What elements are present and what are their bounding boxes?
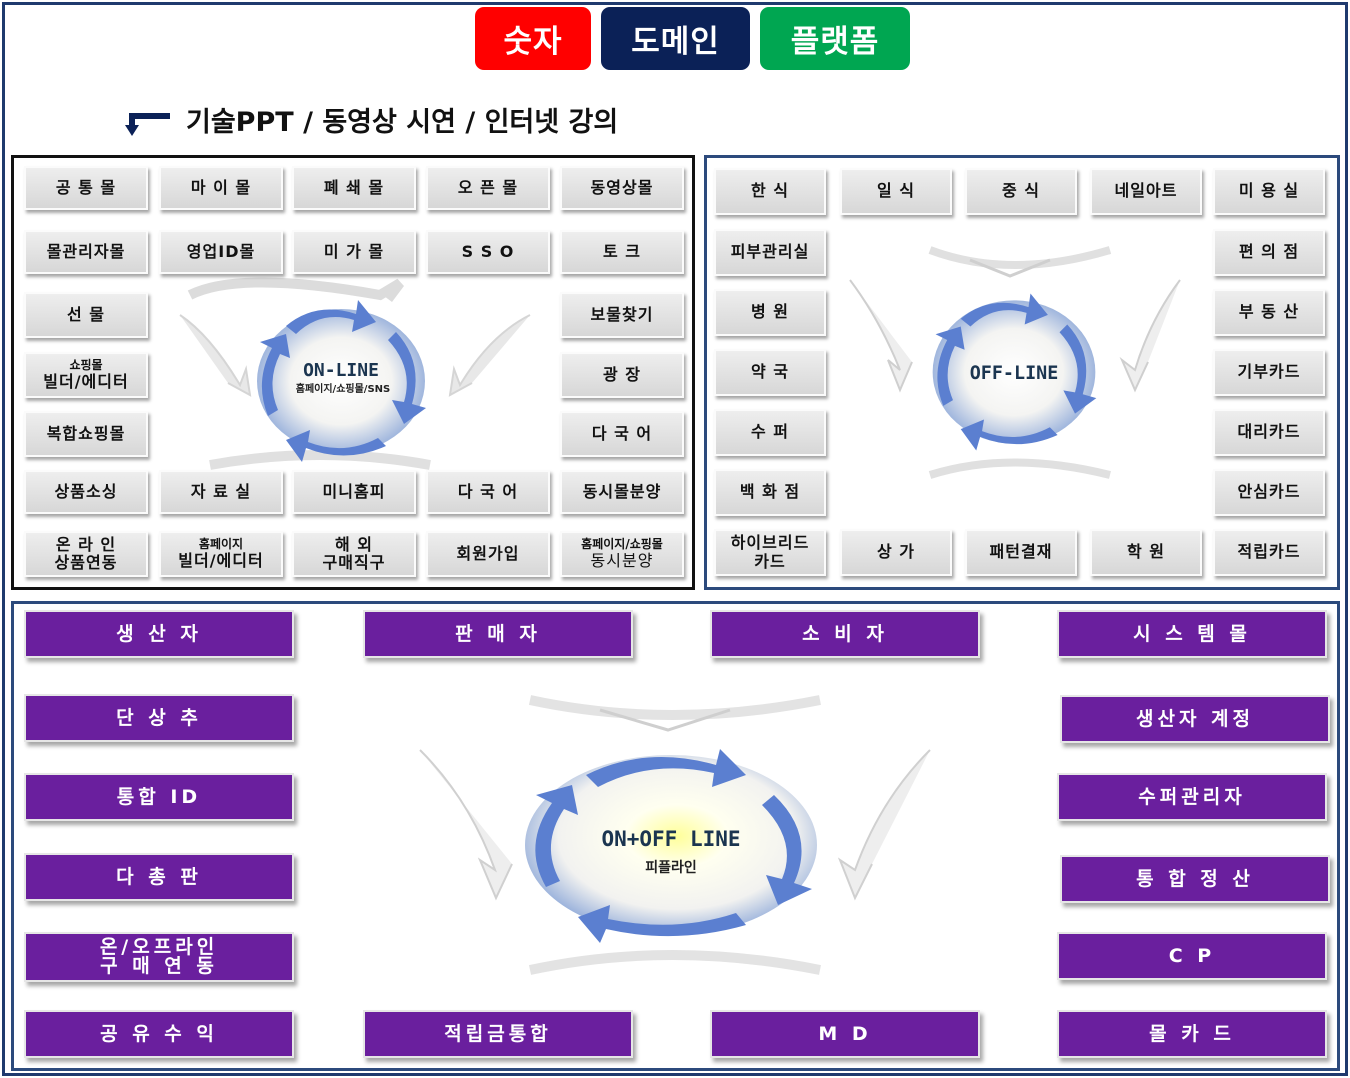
- online-box-homepage-builder-l1: 홈페이지: [198, 536, 244, 551]
- onoff-panel: [11, 601, 1340, 1071]
- offline-box-pharmacy[interactable]: 약 국: [714, 349, 826, 396]
- online-box-online-product-link[interactable]: 온 라 인 상품연동: [24, 531, 148, 577]
- online-box-overseas-purchase-l1: 해 외: [334, 534, 373, 554]
- offline-box-shopping-street[interactable]: 상 가: [840, 529, 952, 576]
- offline-box-skin-care[interactable]: 피부관리실: [714, 229, 826, 276]
- online-cloud-title: ON-LINE: [303, 360, 379, 381]
- onoff-box-mall-card[interactable]: 몰 카 드: [1057, 1010, 1327, 1058]
- online-box-treasure-hunt[interactable]: 보물찾기: [560, 292, 684, 338]
- offline-box-hospital[interactable]: 병 원: [714, 289, 826, 336]
- online-panel: [11, 155, 695, 590]
- offline-box-japanese[interactable]: 일 식: [840, 168, 952, 215]
- online-box-complex-mall[interactable]: 복합쇼핑몰: [24, 411, 148, 457]
- offline-box-hybrid-card[interactable]: 하이브리드 카드: [714, 529, 826, 576]
- online-guide-arrows: [179, 277, 531, 470]
- onoff-box-shared-revenue[interactable]: 공 유 수 익: [24, 1010, 294, 1058]
- onoff-box-on-offline-purchase-link-l1: 온/오프라인: [99, 936, 219, 958]
- onoff-box-master-distributor[interactable]: 다 총 판: [24, 853, 294, 901]
- offline-panel: [704, 155, 1340, 590]
- online-cloud-sub: 홈페이지/쇼핑몰/SNS: [296, 382, 390, 395]
- online-box-sso[interactable]: S S O: [426, 230, 550, 274]
- onoff-box-consumer[interactable]: 소 비 자: [710, 610, 980, 658]
- online-box-plaza[interactable]: 광 장: [560, 352, 684, 398]
- online-box-overseas-purchase[interactable]: 해 외 구매직구: [292, 531, 416, 577]
- onoff-box-on-offline-purchase-link-l2: 구 매 연 동: [100, 955, 218, 977]
- online-box-sales-id[interactable]: 영업ID몰: [159, 230, 283, 274]
- online-box-closed-mall[interactable]: 폐 쇄 몰: [292, 166, 416, 210]
- subtitle: 기술PPT / 동영상 시연 / 인터넷 강의: [186, 107, 619, 138]
- offline-box-pattern-payment[interactable]: 패턴결재: [965, 529, 1077, 576]
- offline-cycle-cloud-icon: OFF-LINE: [932, 293, 1097, 451]
- online-box-overseas-purchase-l2: 구매직구: [322, 553, 386, 572]
- online-box-talk[interactable]: 토 크: [560, 230, 684, 274]
- online-box-mall-builder-main: 빌더/에디터: [43, 371, 129, 391]
- offline-box-korean[interactable]: 한 식: [714, 168, 826, 215]
- online-box-open-mall[interactable]: 오 픈 몰: [426, 166, 550, 210]
- online-box-multilang-2[interactable]: 다 국 어: [426, 470, 550, 514]
- online-box-gift[interactable]: 선 물: [24, 292, 148, 338]
- online-box-simultaneous-mall[interactable]: 동시몰분양: [560, 470, 684, 514]
- offline-box-nail-art[interactable]: 네일아트: [1090, 168, 1202, 215]
- offline-box-agent-card[interactable]: 대리카드: [1213, 409, 1325, 456]
- offline-box-hybrid-card-l1: 하이브리드: [730, 533, 810, 553]
- offline-box-real-estate[interactable]: 부 동 산: [1213, 289, 1325, 336]
- offline-box-supermarket[interactable]: 수 퍼: [714, 409, 826, 456]
- onoff-box-md[interactable]: M D: [710, 1010, 980, 1058]
- online-box-homepage-builder-l2: 빌더/에디터: [178, 550, 264, 570]
- online-box-homepage-mall-distribution[interactable]: 홈페이지/쇼핑몰 동시분양: [560, 531, 684, 577]
- offline-guide-arrows: [849, 246, 1181, 479]
- onoff-box-producer-account[interactable]: 생산자 계정: [1060, 695, 1330, 743]
- onoff-box-seller[interactable]: 판 매 자: [363, 610, 633, 658]
- offline-box-beauty-salon[interactable]: 미 용 실: [1213, 168, 1325, 215]
- onoff-box-cp[interactable]: C P: [1057, 932, 1327, 980]
- offline-cloud-title: OFF-LINE: [970, 363, 1059, 384]
- online-box-miga-mall[interactable]: 미 가 몰: [292, 230, 416, 274]
- onoff-box-dansangchu[interactable]: 단 상 추: [24, 694, 294, 742]
- online-box-multilang[interactable]: 다 국 어: [560, 411, 684, 457]
- online-box-resources[interactable]: 자 료 실: [159, 470, 283, 514]
- onoff-box-unified-id[interactable]: 통합 ID: [24, 773, 294, 821]
- offline-box-hybrid-card-l2: 카드: [754, 551, 786, 571]
- tab-numbers[interactable]: 숫자: [475, 7, 591, 70]
- online-box-mall-builder-small: 쇼핑몰: [69, 357, 103, 372]
- online-box-homepage-mall-distribution-l1: 홈페이지/쇼핑몰: [581, 536, 663, 551]
- online-box-my-mall[interactable]: 마 이 몰: [159, 166, 283, 210]
- online-box-product-sourcing[interactable]: 상품소싱: [24, 470, 148, 514]
- onoff-box-producer[interactable]: 생 산 자: [24, 610, 294, 658]
- online-box-online-product-link-l2: 상품연동: [54, 553, 118, 572]
- online-box-homepage-builder[interactable]: 홈페이지 빌더/에디터: [159, 531, 283, 577]
- online-box-mall-admin[interactable]: 몰관리자몰: [24, 230, 148, 274]
- tab-domain[interactable]: 도메인: [601, 7, 750, 70]
- turn-down-arrow-icon: [125, 113, 170, 136]
- offline-box-convenience-store[interactable]: 편 의 점: [1213, 229, 1325, 276]
- online-box-common-mall[interactable]: 공 통 몰: [24, 166, 148, 210]
- online-box-video-mall[interactable]: 동영상몰: [560, 166, 684, 210]
- offline-box-chinese[interactable]: 중 식: [965, 168, 1077, 215]
- offline-box-reward-card[interactable]: 적립카드: [1213, 529, 1325, 576]
- onoff-guide-arrows: [419, 695, 931, 975]
- offline-box-academy[interactable]: 학 원: [1090, 529, 1202, 576]
- offline-box-donation-card[interactable]: 기부카드: [1213, 349, 1325, 396]
- offline-box-safe-card[interactable]: 안심카드: [1213, 469, 1325, 516]
- onoff-cloud-title: ON+OFF LINE: [601, 827, 740, 851]
- onoff-box-super-admin[interactable]: 수퍼관리자: [1057, 773, 1327, 821]
- online-box-mini-homepage[interactable]: 미니홈피: [292, 470, 416, 514]
- online-box-mall-builder[interactable]: 쇼핑몰 빌더/에디터: [24, 352, 148, 398]
- online-box-online-product-link-l1: 온 라 인: [55, 534, 117, 554]
- tab-platform[interactable]: 플랫폼: [760, 7, 910, 70]
- online-box-homepage-mall-distribution-l2: 동시분양: [590, 550, 654, 570]
- onoff-box-system-mall[interactable]: 시 스 템 몰: [1057, 610, 1327, 658]
- onoff-cycle-cloud-icon: ON+OFF LINE 피플라인: [525, 749, 817, 943]
- online-cycle-cloud-icon: ON-LINE 홈페이지/쇼핑몰/SNS: [257, 300, 426, 462]
- onoff-box-unified-settlement[interactable]: 통 합 정 산: [1060, 855, 1330, 903]
- onoff-cloud-sub: 피플라인: [645, 859, 697, 876]
- onoff-box-reward-integration[interactable]: 적립금통합: [363, 1010, 633, 1058]
- online-box-signup[interactable]: 회원가입: [426, 531, 550, 577]
- onoff-box-on-offline-purchase-link[interactable]: 온/오프라인 구 매 연 동: [24, 932, 294, 982]
- offline-box-department-store[interactable]: 백 화 점: [714, 469, 826, 516]
